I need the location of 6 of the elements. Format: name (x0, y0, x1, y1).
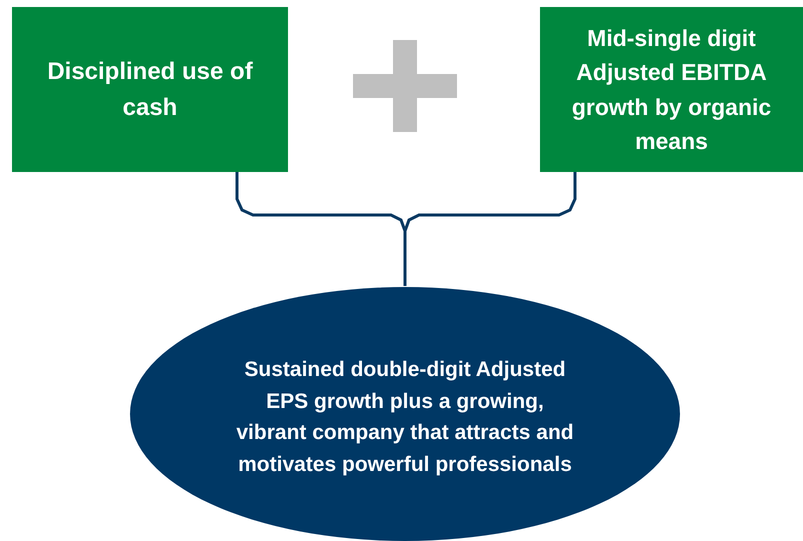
input-box (540, 7, 803, 172)
node-text: Mid-single digit Adjusted EBITDA growth by organic means (570, 24, 772, 156)
input-box (12, 7, 288, 172)
node-text: Sustained double-digit Adjusted EPS growth plus a growing, vibrant company that attracts and motivates powerful professionals (235, 357, 575, 478)
node-text: Disciplined use of cash (46, 56, 254, 122)
bracket-connector (404, 172, 576, 286)
